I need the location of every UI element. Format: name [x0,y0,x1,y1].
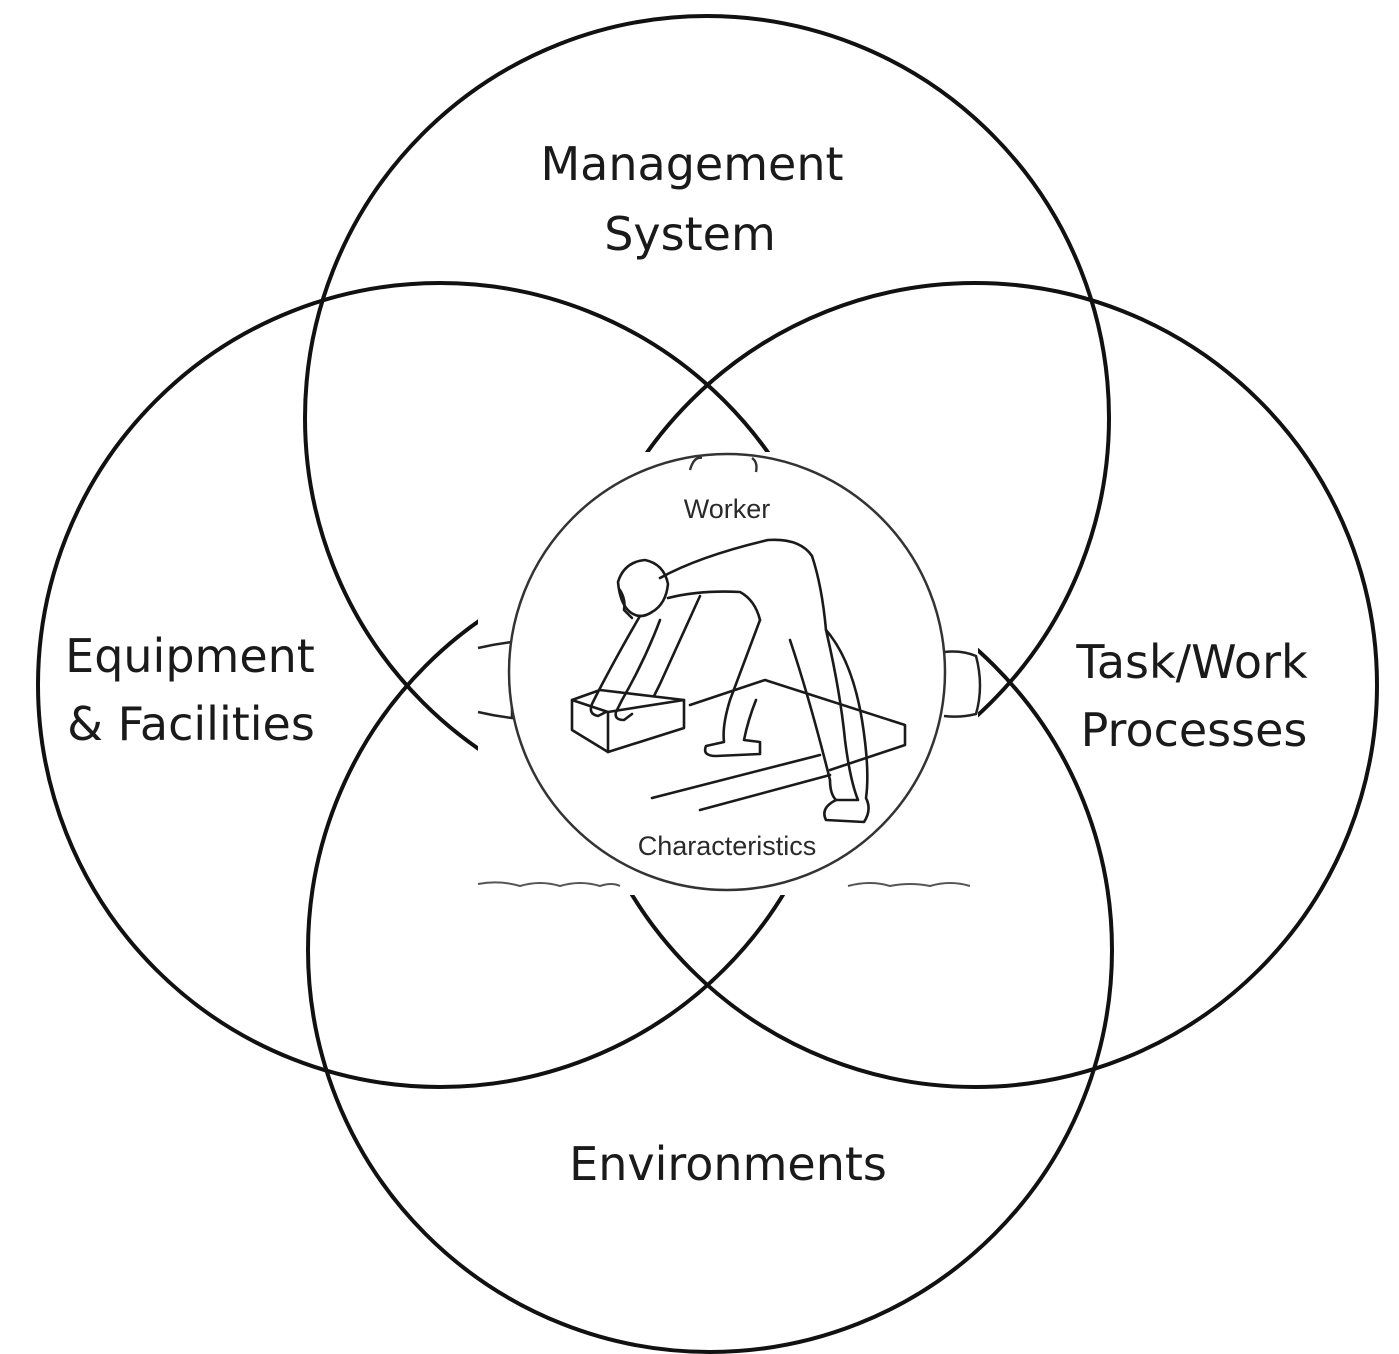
worker-lifting-box-icon [570,538,907,824]
center-inset: Worker Characteristics [477,452,982,895]
worker-label: Worker [684,494,771,524]
management-system-label-line2: System [604,207,776,261]
management-system-label-line1: Management [540,137,843,191]
task-work-processes-label-line2: Processes [1081,703,1308,757]
task-work-processes-label-line1: Task/Work [1075,635,1308,689]
inset-top-remnant [688,456,758,473]
equipment-facilities-label-line1: Equipment [65,629,315,683]
inset-bottom-remnant-left [477,881,621,888]
circle-labels: Management System Equipment & Facilities… [65,137,1308,1191]
inset-bottom-remnant-right [847,882,971,888]
characteristics-label: Characteristics [638,831,817,861]
environments-label: Environments [569,1137,887,1191]
worker-circle [507,452,947,892]
inset-right-lobe [943,650,982,718]
equipment-facilities-label-line2: & Facilities [67,697,315,751]
